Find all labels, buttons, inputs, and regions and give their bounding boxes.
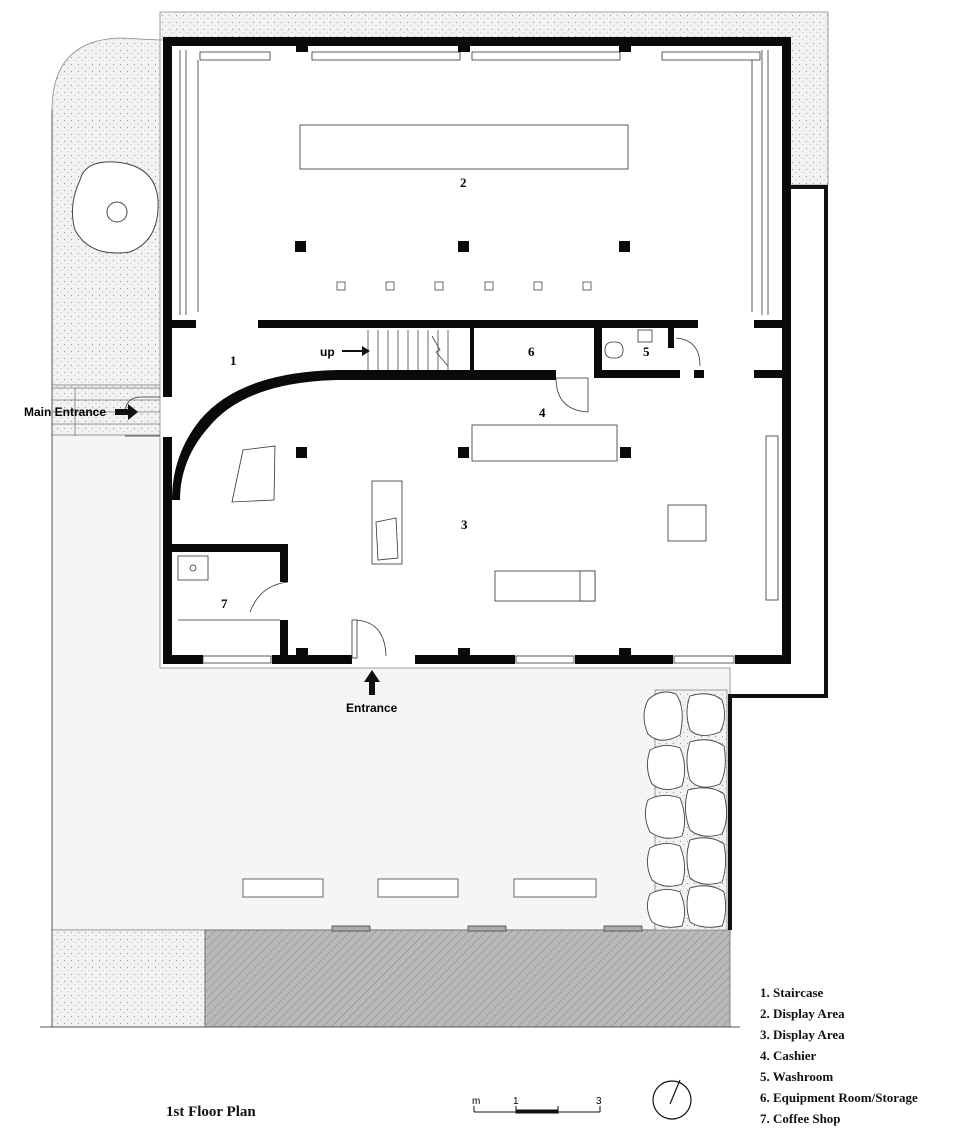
legend-item: 3. Display Area (760, 1027, 845, 1042)
north-arrow-icon (652, 1079, 692, 1120)
display-furniture (231, 424, 779, 602)
legend-item: 4. Cashier (760, 1048, 817, 1063)
coffee-counter (177, 555, 280, 621)
wall-shelves (179, 50, 769, 315)
planters (643, 691, 727, 928)
entrance-steps (52, 387, 160, 436)
room-3-number: 3 (461, 517, 468, 532)
parking-hatch (204, 929, 731, 1028)
entrance-arrow-icon (364, 670, 380, 695)
interior-walls (172, 320, 782, 656)
up-arrow-icon (342, 346, 370, 356)
exterior-walls (163, 37, 791, 664)
windows (199, 51, 761, 664)
legend-item: 7. Coffee Shop (760, 1111, 841, 1126)
legend-item: 2. Display Area (760, 1006, 845, 1021)
room-5-number: 5 (643, 344, 650, 359)
scale-unit: m (472, 1096, 480, 1107)
legend-item: 5. Washroom (760, 1069, 834, 1084)
room-4-number: 4 (539, 405, 546, 420)
room-2-number: 2 (460, 175, 467, 190)
small-plinths (336, 281, 592, 291)
room-1-number: 1 (230, 353, 237, 368)
entrance-label: Entrance (346, 701, 398, 715)
benches (242, 878, 643, 932)
main-entrance-label: Main Entrance (24, 405, 106, 419)
display-table (299, 124, 629, 170)
main-entrance-arrow-icon (115, 404, 138, 420)
staircase (367, 330, 449, 370)
tree (71, 161, 159, 254)
scale-tick-3: 3 (596, 1096, 602, 1107)
legend: 1. Staircase 2. Display Area 3. Display … (760, 982, 918, 1129)
scale-bar (473, 1106, 601, 1114)
room-7-number: 7 (221, 596, 228, 611)
doors (124, 337, 701, 659)
room-6-number: 6 (528, 344, 535, 359)
up-label: up (320, 345, 335, 359)
washroom-fixtures (604, 329, 653, 359)
arrow-icons (115, 346, 380, 695)
columns (295, 241, 631, 458)
legend-item: 1. Staircase (760, 985, 824, 1000)
scale-tick-1: 1 (513, 1096, 519, 1107)
plan-title: 1st Floor Plan (166, 1104, 256, 1120)
legend-item: 6. Equipment Room/Storage (760, 1090, 918, 1105)
